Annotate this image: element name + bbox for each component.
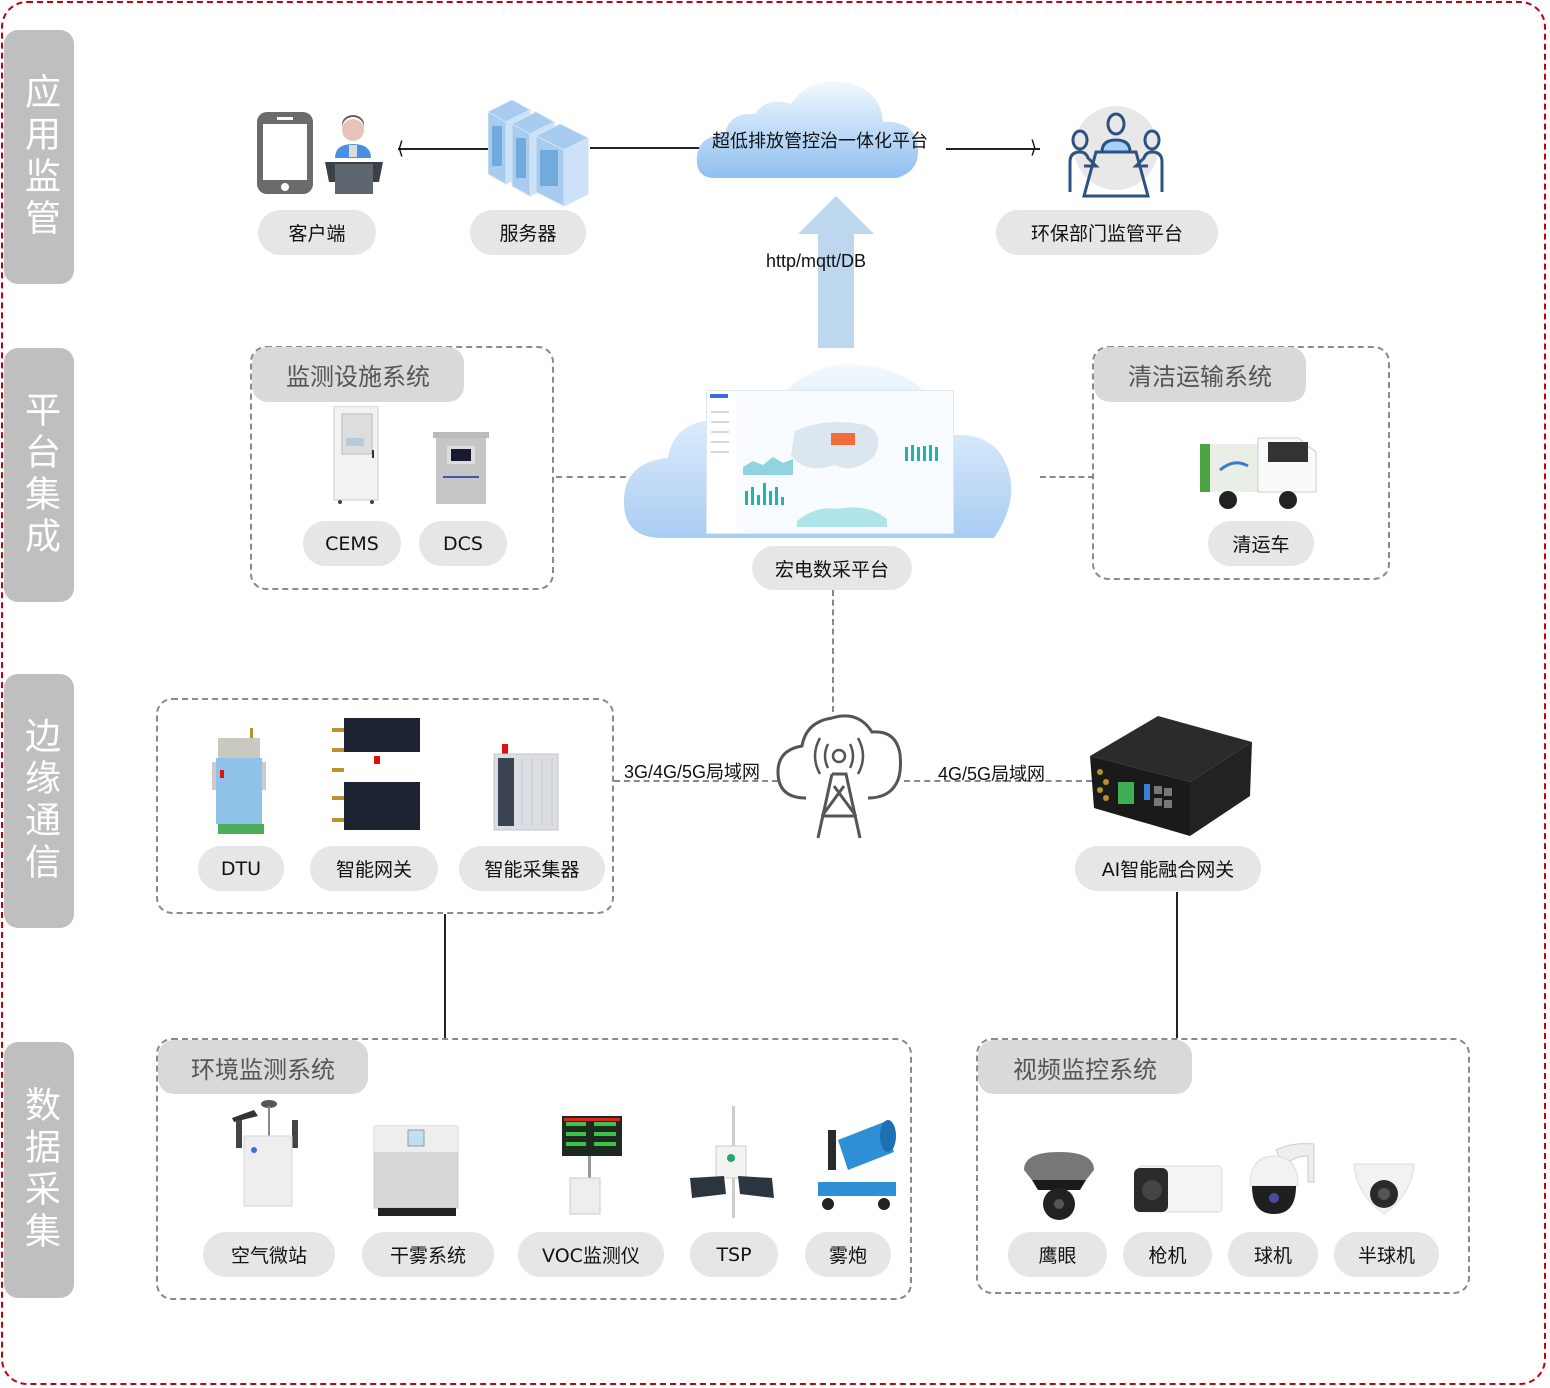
regulator-meeting-icon [1066,104,1166,200]
half-dome-camera-icon [1352,1160,1416,1218]
voc-label: VOC监测仪 [518,1232,664,1277]
data-platform-label: 宏电数采平台 [752,546,912,590]
dtu-device-icon [212,728,272,836]
ai-gateway-label: AI智能融合网关 [1075,846,1261,891]
bullet-camera-icon [1132,1162,1224,1216]
layer-edge: 边缘通信 [4,674,74,928]
fog-cannon-label: 雾炮 [805,1232,891,1277]
eagle-eye-camera-icon [1022,1150,1096,1222]
monitoring-link [556,476,626,478]
edge-env-link [444,914,446,1038]
env-monitoring-group [156,1038,912,1300]
layer-collection: 数据采集 [4,1042,74,1298]
dcs-label: DCS [419,521,507,566]
platform-title: 超低排放管控治一体化平台 [712,131,928,151]
right-network-label: 4G/5G局域网 [938,764,1046,784]
platform-network-link [832,590,834,712]
truck-label: 清运车 [1208,521,1314,566]
cems-label: CEMS [303,521,401,566]
dashboard-screenshot [706,390,954,534]
right-network-link [904,780,1092,782]
fog-cannon-icon [814,1116,900,1216]
monitoring-group-title: 监测设施系统 [252,347,464,402]
server-platform-line [590,147,700,149]
half-dome-label: 半球机 [1334,1232,1439,1277]
edge-device-group [156,698,614,914]
dry-fog-label: 干雾系统 [362,1232,494,1277]
air-station-label: 空气微站 [203,1232,335,1277]
collector-label: 智能采集器 [459,846,605,891]
arrow-left-icon: ⟨ [397,138,405,158]
server-label: 服务器 [470,210,586,255]
ai-video-link [1176,892,1178,1038]
transport-link [1040,476,1094,478]
tsp-monitor-icon [690,1106,776,1218]
platform-cloud-icon [695,78,945,188]
env-group-title: 环境监测系统 [158,1040,368,1094]
voc-monitor-icon [554,1112,626,1218]
platform-regulator-line [946,148,1040,150]
tsp-label: TSP [690,1232,778,1277]
upload-arrow-icon [798,196,874,348]
cems-cabinet-icon [332,405,382,504]
dtu-label: DTU [198,846,284,891]
regulator-label: 环保部门监管平台 [996,210,1218,255]
dome-camera-label: 球机 [1228,1232,1318,1277]
cleaning-truck-icon [1198,430,1324,514]
smart-collector-icon [492,742,560,832]
left-network-label: 3G/4G/5G局域网 [624,762,761,782]
cell-tower-cloud-icon [776,712,902,840]
protocol-label: http/mqtt/DB [766,251,867,271]
layer-platform: 平台集成 [4,348,74,602]
bullet-camera-label: 枪机 [1123,1232,1212,1277]
server-icon [486,99,590,208]
server-to-client-line [398,148,488,150]
video-monitoring-group [976,1038,1470,1294]
dry-fog-system-icon [372,1124,462,1216]
layer-application: 应用监管 [4,30,74,284]
dcs-box-icon [433,432,489,504]
smart-gateway-icon [330,718,422,832]
air-station-icon [226,1098,306,1208]
client-icon [255,110,385,196]
eagle-eye-label: 鹰眼 [1008,1232,1107,1277]
left-network-link [614,780,778,782]
arrow-right-icon: ⟩ [1030,137,1038,157]
transport-group-title: 清洁运输系统 [1094,347,1306,402]
client-label: 客户端 [258,210,376,255]
dome-ptz-camera-icon [1246,1142,1318,1216]
video-group-title: 视频监控系统 [978,1040,1192,1094]
gateway-label: 智能网关 [310,846,438,891]
ai-gateway-device-icon [1090,716,1252,838]
